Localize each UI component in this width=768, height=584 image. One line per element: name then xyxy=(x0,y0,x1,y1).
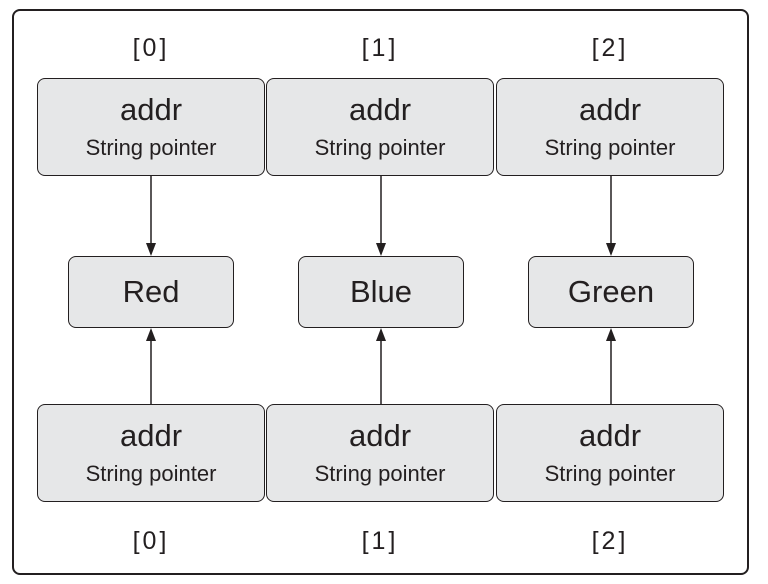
bottom-index-1: [1] xyxy=(361,527,399,555)
bottom-pointer-cell-1: addr String pointer xyxy=(266,404,494,502)
pointer-field-label: addr xyxy=(119,92,183,127)
top-index-2: [2] xyxy=(591,34,629,62)
pointer-type-label: String pointer xyxy=(544,461,676,486)
bottom-pointer-cell-2: addr String pointer xyxy=(496,404,724,502)
string-box-blue: Blue xyxy=(298,256,464,328)
pointer-type-label: String pointer xyxy=(85,135,217,160)
bottom-index-2: [2] xyxy=(591,527,629,555)
top-index-1: [1] xyxy=(361,34,399,62)
bottom-pointer-cell-0: addr String pointer xyxy=(37,404,265,502)
pointer-field-label: addr xyxy=(578,418,642,453)
top-pointer-cell-1: addr String pointer xyxy=(266,78,494,176)
pointer-type-label: String pointer xyxy=(314,135,446,160)
pointer-type-label: String pointer xyxy=(85,461,217,486)
diagram-frame xyxy=(12,9,749,575)
pointer-type-label: String pointer xyxy=(314,461,446,486)
arrowhead-bottom-2 xyxy=(606,328,616,341)
pointer-field-label: addr xyxy=(578,92,642,127)
pointer-field-label: addr xyxy=(119,418,183,453)
top-index-0: [0] xyxy=(132,34,170,62)
bottom-index-0: [0] xyxy=(132,527,170,555)
top-pointer-cell-2: addr String pointer xyxy=(496,78,724,176)
arrowhead-top-0 xyxy=(146,243,156,256)
string-box-green: Green xyxy=(528,256,694,328)
arrowhead-bottom-0 xyxy=(146,328,156,341)
arrowhead-top-2 xyxy=(606,243,616,256)
arrowhead-top-1 xyxy=(376,243,386,256)
top-pointer-cell-0: addr String pointer xyxy=(37,78,265,176)
arrowhead-bottom-1 xyxy=(376,328,386,341)
string-box-red: Red xyxy=(68,256,234,328)
pointer-field-label: addr xyxy=(348,92,412,127)
pointer-type-label: String pointer xyxy=(544,135,676,160)
pointer-field-label: addr xyxy=(348,418,412,453)
